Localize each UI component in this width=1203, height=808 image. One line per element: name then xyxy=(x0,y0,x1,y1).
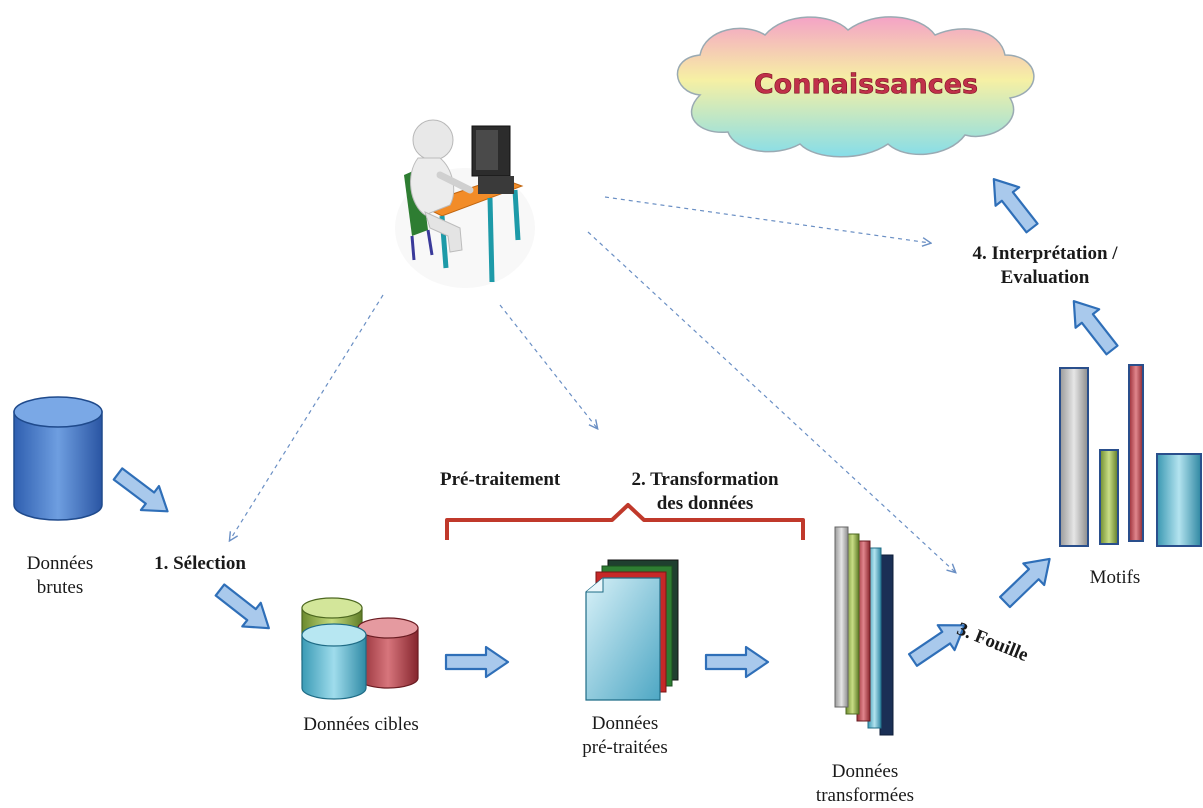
arrow-cibles-to-pretraitees xyxy=(444,645,510,679)
bar-patterns-icon xyxy=(1059,364,1202,547)
label-motifs: Motifs xyxy=(1089,567,1141,588)
arrow-brutes-to-selection xyxy=(107,460,178,525)
label-donnees-cibles: Données cibles xyxy=(303,714,419,735)
pretraitement-bracket xyxy=(445,503,805,540)
label-interpretation: 4. Interprétation / Evaluation xyxy=(972,243,1118,288)
label-selection: 1. Sélection xyxy=(154,553,246,574)
arrow-pretraitees-to-transformees xyxy=(704,645,770,679)
user-at-computer-icon xyxy=(395,119,535,288)
arrow-fouille-to-motifs xyxy=(993,547,1062,614)
target-databases-icon xyxy=(301,597,419,700)
dashed-arrow-to-fouille xyxy=(587,231,955,572)
dashed-arrow-to-pretraitement xyxy=(499,304,597,428)
arrow-selection-to-cibles xyxy=(209,577,280,642)
dashed-links xyxy=(230,196,955,572)
layered-panels-icon xyxy=(834,526,894,736)
label-transformation: 2. Transformation des données xyxy=(631,469,779,514)
cloud-title: Connaissances xyxy=(754,69,978,100)
dashed-arrow-to-interpretation xyxy=(604,196,930,243)
document-stack-icon xyxy=(585,559,679,701)
knowledge-cloud: Connaissances xyxy=(676,16,1035,158)
label-donnees-pretraitees: Données pré-traitées xyxy=(582,713,668,758)
arrow-interpretation-to-connaissances xyxy=(980,168,1045,239)
label-pretraitement: Pré-traitement xyxy=(440,469,561,490)
arrow-motifs-to-interpretation xyxy=(1060,290,1125,361)
dashed-arrow-to-selection xyxy=(230,294,384,540)
label-donnees-brutes: Données brutes xyxy=(26,553,94,598)
label-donnees-transformees: Données transformées xyxy=(815,761,915,806)
raw-database-icon xyxy=(13,396,103,521)
